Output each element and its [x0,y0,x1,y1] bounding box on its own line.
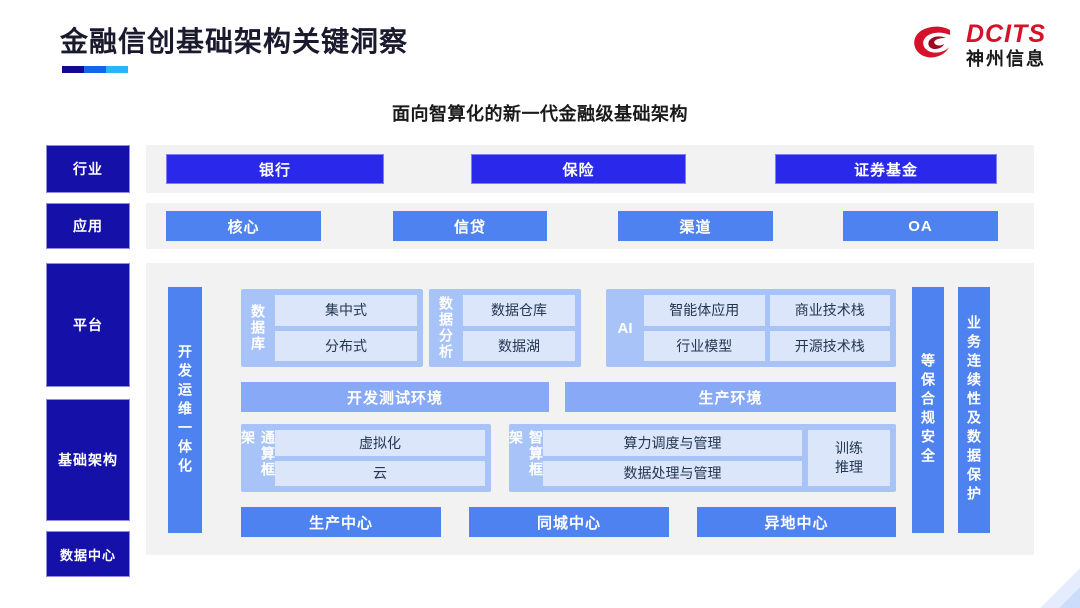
group-ai: AI 智能体应用 商业技术栈 行业模型 开源技术栈 [606,289,896,367]
group-database: 数据库 集中式 分布式 [241,289,423,367]
application-chip-core[interactable]: 核心 [166,211,321,241]
cell-distributed[interactable]: 分布式 [275,330,417,361]
pillar-security[interactable]: 等保合规安全 [912,287,944,533]
env-bar-production[interactable]: 生产环境 [565,382,896,412]
application-chip-channel[interactable]: 渠道 [618,211,773,241]
application-chip-oa[interactable]: OA [843,211,998,241]
cell-virtualization[interactable]: 虚拟化 [275,430,485,456]
title-underline-rule [62,66,128,73]
diagram-subtitle: 面向智算化的新一代金融级基础架构 [392,104,688,124]
cell-industry-model[interactable]: 行业模型 [644,330,765,361]
industry-chip-securities[interactable]: 证券基金 [775,154,997,184]
datacenter-bar-metro[interactable]: 同城中心 [469,507,669,537]
datacenter-bar-remote[interactable]: 异地中心 [697,507,896,537]
cell-data-processing[interactable]: 数据处理与管理 [543,460,802,486]
slide-header: 金融信创基础架构关键洞察 DCITS 神州信息 [0,0,1080,88]
env-bar-dev-test[interactable]: 开发测试环境 [241,382,549,412]
application-row-panel: 核心 信贷 渠道 OA [146,203,1034,249]
cell-training-line: 训练 [835,440,863,457]
pillar-devops[interactable]: 开发运维一体化 [168,287,202,533]
industry-row-panel: 银行 保险 证券基金 [146,145,1034,193]
rail-item-industry[interactable]: 行业 [46,145,130,193]
rail-item-datacenter[interactable]: 数据中心 [46,531,130,577]
cell-training-inference[interactable]: 训练 推理 [808,430,890,486]
cell-inference-line: 推理 [835,459,863,475]
rail-item-platform[interactable]: 平台 [46,263,130,387]
page-title: 金融信创基础架构关键洞察 [60,26,409,57]
cell-centralized[interactable]: 集中式 [275,295,417,326]
group-database-label: 数据库 [250,304,266,352]
pillar-continuity[interactable]: 业务连续性及数据保护 [958,287,990,533]
group-ai-label: AI [617,319,633,337]
group-data-analysis-label: 数据分析 [438,296,454,360]
group-intelligent-compute-label: 智算框架 [508,430,544,478]
cell-data-lake[interactable]: 数据湖 [463,330,575,361]
application-chip-credit[interactable]: 信贷 [393,211,547,241]
cell-cloud[interactable]: 云 [275,460,485,486]
group-general-compute-framework: 通算框架 虚拟化 云 [240,424,491,492]
rail-item-infrastructure[interactable]: 基础架构 [46,399,130,521]
cell-data-warehouse[interactable]: 数据仓库 [463,295,575,326]
logo-text-cn: 神州信息 [966,49,1046,69]
logo-text-en: DCITS [966,20,1046,48]
cell-agent-application[interactable]: 智能体应用 [644,295,765,326]
brand-logo: DCITS 神州信息 [910,22,1046,68]
cell-commercial-stack[interactable]: 商业技术栈 [769,295,890,326]
cell-compute-scheduling[interactable]: 算力调度与管理 [543,430,802,456]
industry-chip-insurance[interactable]: 保险 [471,154,686,184]
cell-opensource-stack[interactable]: 开源技术栈 [769,330,890,361]
dcits-swirl-logo-icon [914,26,950,58]
group-general-compute-label: 通算框架 [240,430,276,478]
rail-item-application[interactable]: 应用 [46,203,130,249]
datacenter-bar-production[interactable]: 生产中心 [241,507,441,537]
group-intelligent-compute-framework: 智算框架 算力调度与管理 数据处理与管理 训练 推理 [508,424,896,492]
platform-stack-panel: 开发运维一体化 等保合规安全 业务连续性及数据保护 数据库 集中式 分布式 数据… [146,263,1034,555]
group-data-analysis: 数据分析 数据仓库 数据湖 [429,289,581,367]
industry-chip-bank[interactable]: 银行 [166,154,384,184]
